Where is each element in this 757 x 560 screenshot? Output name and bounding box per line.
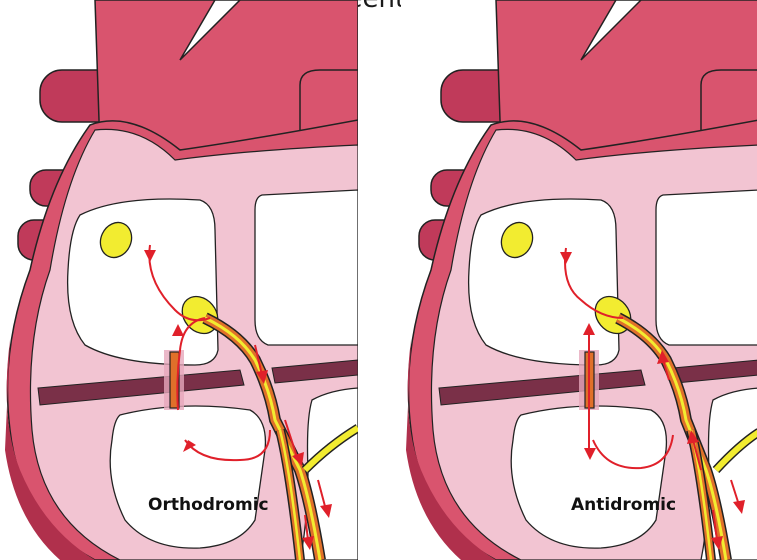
- antidromic-label: Antidromic: [571, 495, 676, 515]
- right-ventricle: [300, 388, 358, 560]
- orthodromic-label: Orthodromic: [148, 495, 269, 515]
- left-atrium: [469, 199, 619, 365]
- left-ventricle: [110, 406, 265, 548]
- antidromic-panel: Antidromic: [401, 0, 757, 560]
- right-atrium: [656, 190, 757, 345]
- heart-diagram-antidromic: [401, 0, 757, 560]
- left-atrium: [68, 199, 218, 365]
- orthodromic-panel: Orthodromic: [0, 0, 358, 560]
- heart-diagram-orthodromic: [0, 0, 358, 560]
- right-atrium: [255, 190, 358, 345]
